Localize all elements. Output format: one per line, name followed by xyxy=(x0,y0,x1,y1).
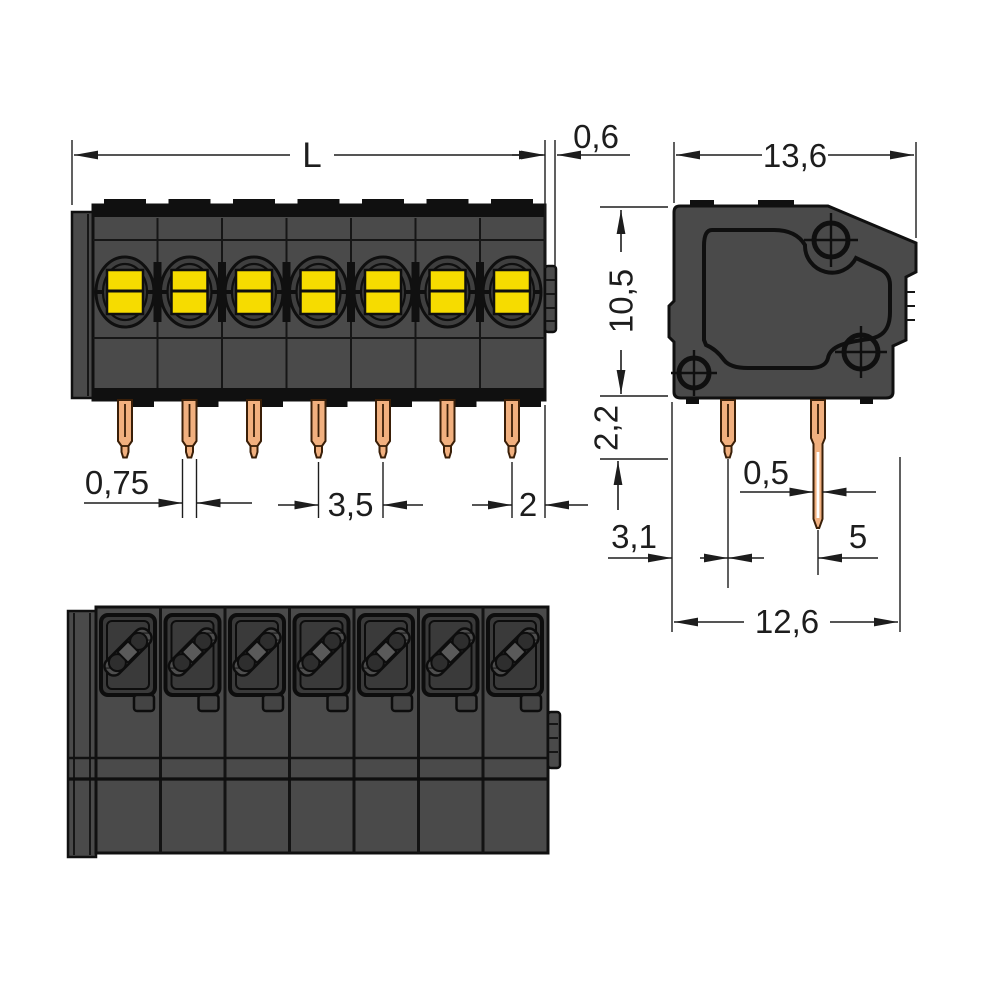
side-body xyxy=(667,204,918,400)
top-left-cap xyxy=(66,609,98,859)
clamp-opening xyxy=(292,613,351,713)
solder-pin xyxy=(310,399,327,459)
dim-label-pin-thickness: 0,5 xyxy=(743,454,789,491)
dim-label-pin-length: 2,2 xyxy=(588,405,625,451)
dimensions: L 0,6 13,6 10,5 2,2 0,75 3,5 2 3,1 xyxy=(71,118,917,640)
solder-pin xyxy=(504,399,520,459)
top-view xyxy=(66,605,562,859)
side-view xyxy=(667,200,918,588)
dim-label-bottom-width: 12,6 xyxy=(755,603,819,640)
front-dividers xyxy=(153,218,484,388)
front-left-cap xyxy=(70,210,95,400)
side-pin-left xyxy=(720,399,736,459)
clamp-opening xyxy=(99,613,157,713)
side-pin-right xyxy=(810,399,826,529)
dim-label-pin-width: 0,75 xyxy=(85,464,149,501)
front-pins xyxy=(117,399,520,459)
front-view xyxy=(70,197,558,459)
dim-label-depth: 13,6 xyxy=(763,137,827,174)
dim-label-length: L xyxy=(302,136,321,175)
solder-pin xyxy=(375,399,391,459)
solder-pin xyxy=(439,399,456,459)
dim-label-latch: 0,6 xyxy=(573,118,619,155)
front-latch xyxy=(543,264,558,334)
solder-pin xyxy=(181,399,198,459)
top-dividers xyxy=(159,607,485,853)
clamp-opening xyxy=(228,613,286,713)
dim-label-edge-to-pin: 3,1 xyxy=(611,518,657,555)
dim-label-edge: 2 xyxy=(519,486,537,523)
clamp-opening xyxy=(163,613,222,713)
dim-label-height: 10,5 xyxy=(603,269,640,333)
solder-pin xyxy=(246,399,262,459)
clamp-opening xyxy=(486,613,544,713)
front-bottom-band xyxy=(94,388,544,400)
solder-pin xyxy=(117,399,133,459)
top-latch xyxy=(546,710,562,770)
mounting-target-bottom-left xyxy=(671,350,717,396)
clamp-opening xyxy=(357,613,415,713)
mounting-target-top xyxy=(804,213,858,267)
dim-label-pin-spacing: 5 xyxy=(849,518,867,555)
front-top-band xyxy=(94,205,544,217)
dim-label-pitch: 3,5 xyxy=(328,486,374,523)
mounting-target-bottom-right xyxy=(835,326,887,378)
clamp-opening xyxy=(421,613,480,713)
